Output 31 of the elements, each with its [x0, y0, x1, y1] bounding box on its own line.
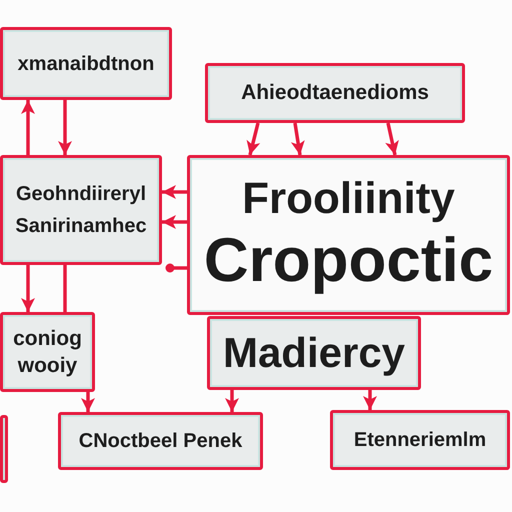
arrow	[162, 215, 187, 229]
box-text: Madiercy	[222, 328, 406, 378]
process-box	[187, 155, 510, 315]
arrow	[246, 122, 260, 156]
process-box	[0, 312, 95, 392]
box-text: Etenneriemlm	[354, 428, 486, 453]
arrow	[225, 390, 239, 412]
arrow	[21, 100, 35, 155]
process-box	[330, 410, 510, 470]
box-text: xmanaibdtnon	[18, 52, 154, 76]
box-text: CNoctbeel Penek	[78, 429, 242, 454]
box-text: Geohndiireryl Sanirinamhec	[14, 182, 148, 239]
box-text: coniog wooiy	[12, 326, 83, 379]
arrow	[290, 122, 305, 156]
process-box	[0, 27, 172, 100]
arrow	[58, 100, 72, 155]
arrow	[81, 392, 95, 412]
dot-connector	[166, 264, 187, 272]
title-text: Cropoctic	[204, 224, 494, 296]
empty-box	[0, 415, 8, 483]
process-box	[58, 412, 263, 470]
arrow	[385, 122, 399, 156]
arrow	[21, 265, 35, 312]
process-box	[207, 316, 421, 390]
process-box	[0, 155, 162, 265]
box-text: Ahieodtaenedioms	[241, 80, 429, 106]
arrow	[162, 185, 187, 199]
arrow	[363, 390, 377, 410]
connector-line	[63, 265, 67, 312]
heading-text: Frooliinity	[242, 174, 455, 225]
process-box	[205, 63, 465, 123]
